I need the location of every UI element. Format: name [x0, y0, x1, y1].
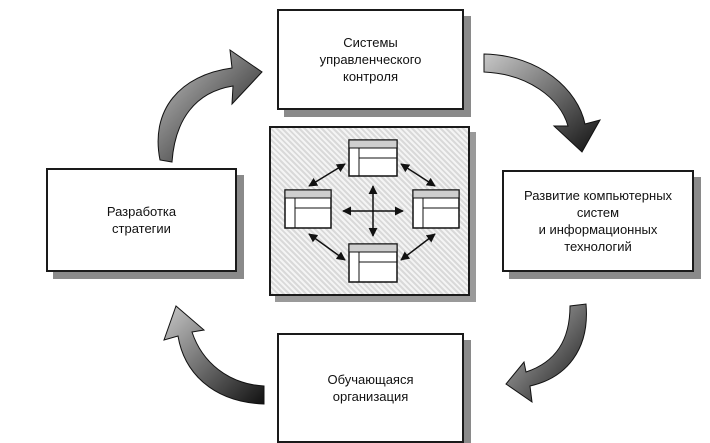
- management-control-label: Системы управленческого контроля: [319, 35, 422, 84]
- learning-organization-label: Обучающаяся организация: [327, 372, 414, 404]
- window-icon-bottom: [348, 243, 398, 283]
- strategy-development-label: Разработка стратегии: [106, 204, 177, 236]
- strategy-development-box: Разработка стратегии: [46, 168, 237, 272]
- curved-arrow-icon-bottom-right: [505, 303, 587, 404]
- window-icon-top: [348, 139, 398, 177]
- learning-organization-box: Обучающаяся организация: [277, 333, 464, 443]
- window-icon-right: [412, 189, 460, 229]
- network-diagram-icon: [284, 139, 460, 283]
- curved-arrow-icon-top-left: [157, 48, 263, 163]
- management-control-box: Системы управленческого контроля: [277, 9, 464, 110]
- curved-arrow-icon-bottom-left: [163, 305, 265, 405]
- curved-arrow-icon-top-right: [483, 53, 602, 153]
- window-icon-left: [284, 189, 332, 229]
- center-network-panel: [269, 126, 470, 296]
- double-arrow-icon-cross: [342, 185, 404, 237]
- it-development-box: Развитие компьютерных систем и информаци…: [502, 170, 694, 272]
- double-arrow-icon-diagonals: [308, 163, 436, 261]
- it-development-label: Развитие компьютерных систем и информаци…: [523, 188, 673, 254]
